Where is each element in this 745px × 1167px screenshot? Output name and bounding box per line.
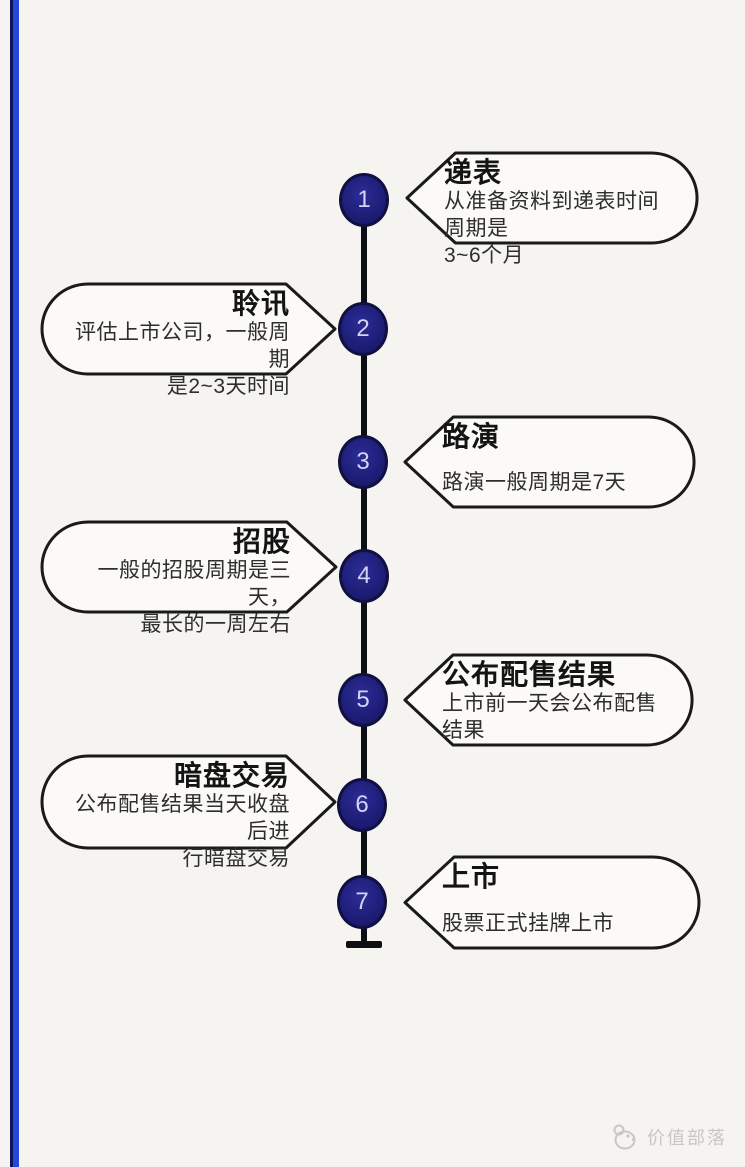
step-title: 上市	[442, 861, 501, 892]
step-description: 路演一般周期是7天	[442, 471, 627, 495]
step-bubble-4: 招股 一般的招股周期是三天， 最长的一周左右	[38, 520, 339, 636]
bird-logo-icon	[610, 1123, 640, 1151]
watermark-label: 价值部落	[647, 1128, 727, 1148]
left-accent-bar	[10, 0, 19, 1167]
step-bubble-7: 上市 股票正式挂牌上市	[402, 855, 703, 950]
timeline-end-cap	[346, 941, 382, 948]
speech-bubble-outline-right-arrow	[38, 520, 339, 614]
speech-bubble-outline-left-arrow	[402, 855, 703, 950]
step-title: 公布配售结果	[442, 659, 617, 690]
step-description: 从准备资料到递表时间周期是 3~6个月	[444, 190, 659, 267]
watermark: 价值部落	[610, 1120, 740, 1154]
speech-bubble-outline-left-arrow	[402, 415, 698, 509]
timeline-node-4: 4	[339, 549, 389, 603]
timeline-node-7: 7	[337, 875, 387, 929]
timeline-node-6: 6	[337, 778, 387, 832]
speech-bubble-outline-left-arrow	[402, 653, 696, 747]
timeline-node-2: 2	[338, 302, 388, 356]
step-title: 招股	[232, 526, 291, 557]
step-bubble-3: 路演 路演一般周期是7天	[402, 415, 698, 509]
speech-bubble-outline-right-arrow	[38, 282, 338, 376]
step-title: 递表	[444, 157, 503, 188]
step-bubble-6: 暗盘交易 公布配售结果当天收盘后进 行暗盘交易	[38, 754, 338, 870]
step-title: 聆讯	[231, 288, 290, 319]
timeline-node-3: 3	[338, 435, 388, 489]
step-description: 股票正式挂牌上市	[442, 912, 614, 936]
step-bubble-1: 递表 从准备资料到递表时间周期是 3~6个月	[404, 151, 701, 267]
speech-bubble-outline-left-arrow	[404, 151, 701, 245]
timeline-node-5: 5	[338, 673, 388, 727]
step-description: 一般的招股周期是三天， 最长的一周左右	[97, 559, 291, 636]
step-description: 评估上市公司，一般周期 是2~3天时间	[75, 321, 290, 398]
step-title: 暗盘交易	[173, 760, 290, 791]
step-description: 公布配售结果当天收盘后进 行暗盘交易	[75, 793, 290, 870]
step-title: 路演	[442, 421, 501, 452]
step-description: 上市前一天会公布配售结果	[442, 692, 657, 743]
timeline-node-1: 1	[339, 173, 389, 227]
speech-bubble-outline-right-arrow	[38, 754, 338, 850]
step-bubble-5: 公布配售结果 上市前一天会公布配售结果	[402, 653, 696, 747]
step-bubble-2: 聆讯 评估上市公司，一般周期 是2~3天时间	[38, 282, 338, 398]
